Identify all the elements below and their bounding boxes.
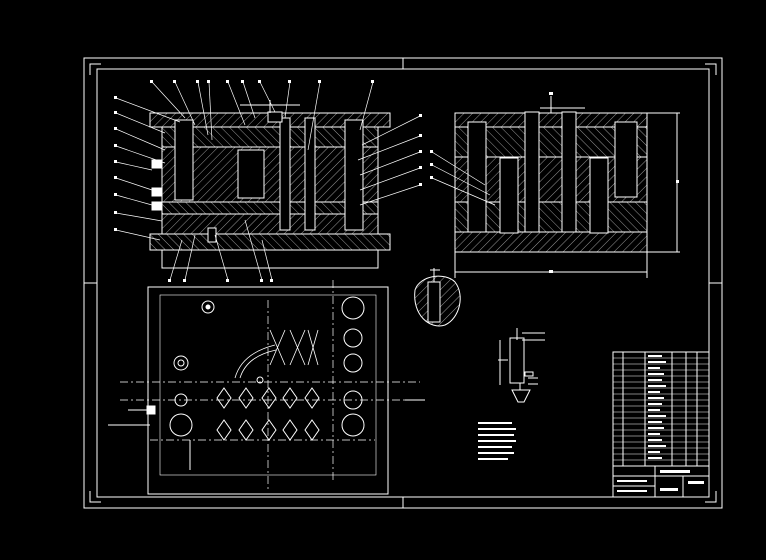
- plan-view: [108, 280, 425, 495]
- side-section-view: [430, 92, 680, 278]
- sheet-border: [83, 57, 723, 509]
- detail-view: [414, 268, 461, 327]
- part-sketch: [498, 328, 545, 403]
- technical-notes: [478, 422, 516, 460]
- front-section-view: [114, 80, 422, 282]
- title-block: [612, 351, 710, 498]
